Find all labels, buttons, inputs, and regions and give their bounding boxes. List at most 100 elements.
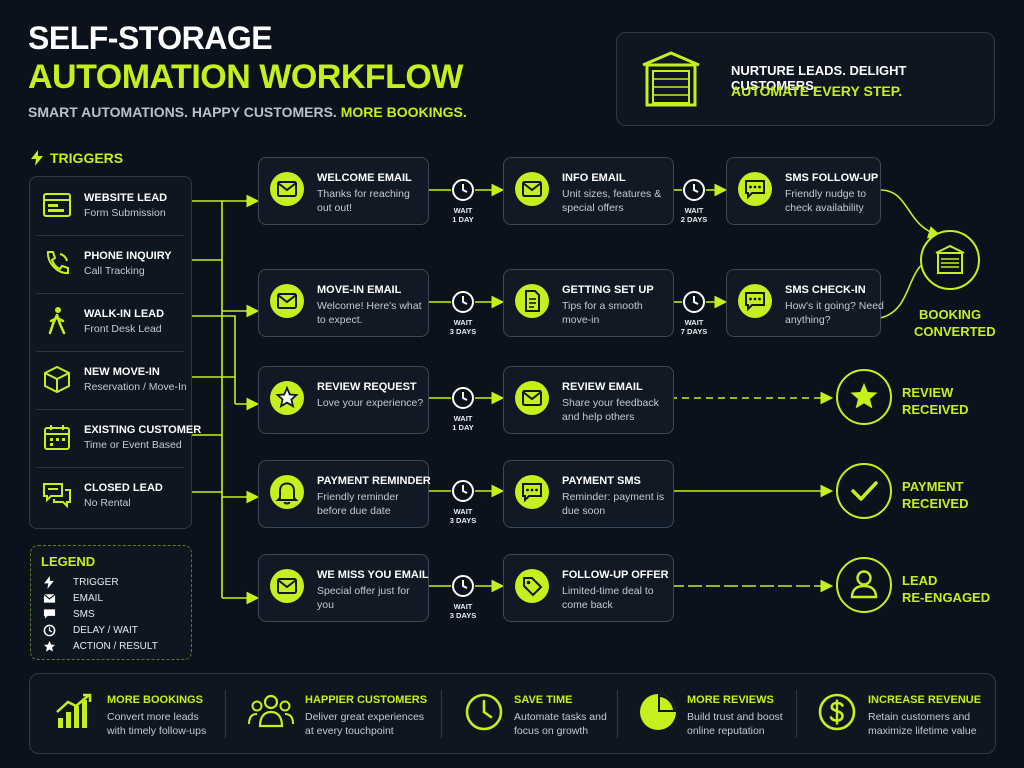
wait-line1: WAIT [453, 206, 473, 215]
card-sub: Share your feedback and help others [562, 397, 659, 423]
card-payment-sms[interactable]: PAYMENT SMS Reminder: payment is due soo… [503, 460, 674, 528]
subtitle-part2: MORE BOOKINGS. [340, 104, 467, 120]
clock-icon [465, 693, 503, 731]
card-payment-reminder[interactable]: PAYMENT REMINDER Friendly reminder befor… [258, 460, 431, 528]
legend-item-delay: DELAY / WAIT [43, 624, 183, 638]
wait-line2: 3 DAYS [449, 611, 477, 620]
tagline-line1: NURTURE LEADS. DELIGHT CUSTOMERS. [731, 63, 907, 93]
benefit-more-bookings: MORE BOOKINGS Convert more leads with ti… [30, 674, 225, 753]
legend-item-email: EMAIL [43, 592, 183, 606]
wait-line2: 2 DAYS [680, 215, 708, 224]
legend-label: TRIGGER [73, 577, 119, 588]
card-sub: Friendly nudge to check availability [785, 188, 867, 214]
envelope-icon [270, 284, 304, 318]
dollar-icon [818, 693, 856, 731]
trigger-phone-inquiry[interactable]: PHONE INQUIRY Call Tracking [36, 235, 184, 294]
growth-chart-icon [56, 693, 92, 728]
trigger-existing-customer[interactable]: EXISTING CUSTOMER Time or Event Based [36, 409, 201, 468]
card-title: PAYMENT SMS [562, 475, 641, 487]
card-move-in-email[interactable]: MOVE-IN EMAIL Welcome! Here's what to ex… [258, 269, 429, 337]
card-title: INFO EMAIL [562, 172, 626, 184]
calendar-icon [44, 425, 70, 450]
benefit-increase-revenue: INCREASE REVENUE Retain customers and ma… [797, 674, 994, 753]
result-line1: REVIEW [902, 385, 954, 400]
trigger-title: PHONE INQUIRY [84, 250, 172, 262]
card-we-miss-you-email[interactable]: WE MISS YOU EMAIL Special offer just for… [258, 554, 429, 622]
card-sub: How's it going? Need anything? [785, 300, 884, 326]
bell-icon [270, 475, 304, 509]
card-sub: Special offer just for you [317, 585, 410, 611]
benefit-sub: Automate tasks and focus on growth [514, 711, 607, 737]
trigger-new-move-in[interactable]: NEW MOVE-IN Reservation / Move-In [36, 351, 187, 410]
trigger-title: WEBSITE LEAD [84, 192, 168, 204]
triggers-heading-label: TRIGGERS [50, 150, 124, 166]
card-title: SMS FOLLOW-UP [785, 172, 879, 184]
card-sub: Love your experience? [317, 397, 424, 409]
clock-icon [452, 387, 474, 409]
card-title: REVIEW EMAIL [562, 381, 643, 393]
card-sms-check-in[interactable]: SMS CHECK-IN How's it going? Need anythi… [726, 269, 884, 337]
card-review-request[interactable]: REVIEW REQUEST Love your experience? [258, 366, 429, 434]
tagline-box: NURTURE LEADS. DELIGHT CUSTOMERS. AUTOMA… [616, 32, 995, 126]
star-icon [43, 640, 56, 652]
checkmark-icon [836, 463, 892, 519]
card-getting-set-up[interactable]: GETTING SET UP Tips for a smooth move-in [503, 269, 674, 337]
wait-line1: WAIT [453, 507, 473, 516]
trigger-sub: Time or Event Based [84, 439, 182, 451]
wait-line2: 7 DAYS [680, 327, 708, 336]
card-title: GETTING SET UP [562, 284, 654, 296]
wait-line2: 1 DAY [452, 423, 474, 432]
card-sub: Friendly reminder before due date [317, 491, 399, 517]
card-title: REVIEW REQUEST [317, 381, 417, 393]
browser-icon [43, 193, 71, 217]
trigger-website-lead[interactable]: WEBSITE LEAD Form Submission [36, 177, 184, 236]
trigger-sub: Front Desk Lead [84, 323, 162, 335]
sms-icon [738, 172, 772, 206]
trigger-sub: Call Tracking [84, 265, 145, 277]
card-sub: Limited-time deal to come back [562, 585, 654, 611]
benefit-sub: Convert more leads with timely follow-up… [107, 711, 207, 737]
card-follow-up-offer[interactable]: FOLLOW-UP OFFER Limited-time deal to com… [503, 554, 674, 622]
wait-line2: 1 DAY [452, 215, 474, 224]
benefit-title: SAVE TIME [514, 694, 573, 706]
sms-icon [738, 284, 772, 318]
wait-line1: WAIT [684, 318, 704, 327]
card-title: MOVE-IN EMAIL [317, 284, 402, 296]
star-icon [836, 369, 892, 425]
page-title-line1: SELF-STORAGE [28, 20, 273, 56]
sms-icon [43, 609, 56, 619]
sms-icon [515, 475, 549, 509]
tagline-line2: AUTOMATE EVERY STEP. [731, 83, 903, 99]
benefit-more-reviews: MORE REVIEWS Build trust and boost onlin… [618, 674, 796, 753]
clock-icon [452, 179, 474, 201]
triggers-panel: WEBSITE LEAD Form Submission PHONE INQUI… [29, 176, 201, 529]
benefit-sub: Retain customers and maximize lifetime v… [868, 711, 977, 737]
card-info-email[interactable]: INFO EMAIL Unit sizes, features & specia… [503, 157, 674, 225]
benefit-title: MORE BOOKINGS [107, 694, 203, 706]
people-icon [248, 694, 294, 728]
envelope-icon [515, 381, 549, 415]
storage-unit-icon [642, 51, 700, 107]
card-sub: Thanks for reaching out out! [317, 188, 410, 214]
benefits-footer: MORE BOOKINGS Convert more leads with ti… [29, 673, 996, 754]
card-sms-follow-up[interactable]: SMS FOLLOW-UP Friendly nudge to check av… [726, 157, 881, 225]
benefit-title: HAPPIER CUSTOMERS [305, 694, 428, 706]
envelope-icon [270, 172, 304, 206]
trigger-closed-lead[interactable]: CLOSED LEAD No Rental [36, 467, 184, 525]
card-welcome-email[interactable]: WELCOME EMAIL Thanks for reaching out ou… [258, 157, 429, 225]
trigger-walk-in-lead[interactable]: WALK-IN LEAD Front Desk Lead [36, 293, 184, 352]
benefit-happier-customers: HAPPIER CUSTOMERS Deliver great experien… [226, 674, 441, 753]
envelope-icon [270, 569, 304, 603]
wait-line1: WAIT [684, 206, 704, 215]
card-review-email[interactable]: REVIEW EMAIL Share your feedback and hel… [503, 366, 674, 434]
legend-label: SMS [73, 609, 95, 620]
legend-label: EMAIL [73, 593, 104, 604]
benefit-sub: Deliver great experiences at every touch… [305, 711, 425, 737]
